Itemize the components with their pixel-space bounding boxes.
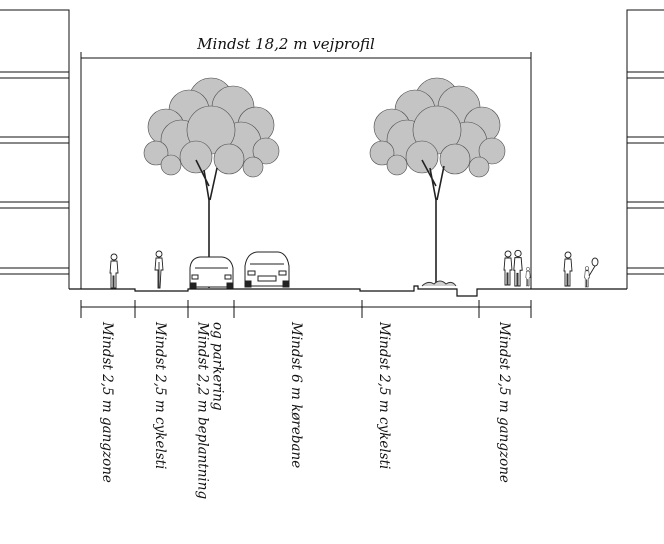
left-building [0, 9, 70, 289]
car-icon [189, 256, 234, 289]
segment-label: Mindst 2,5 m cykelsti [152, 321, 168, 469]
ground-profile [69, 285, 627, 297]
tree-icon [369, 77, 506, 287]
family-icon [563, 251, 599, 288]
segment-label: Mindst 2,5 m gangzone [496, 321, 512, 483]
segment-labels: Mindst 2,5 m gangzone Mindst 2,5 m cykels… [99, 321, 512, 499]
segment-label: Mindst 2,5 m gangzone [99, 321, 115, 483]
family-icon [503, 249, 531, 287]
right-building [626, 9, 664, 289]
car-icon [244, 251, 290, 288]
segment-label: og parkering [210, 322, 226, 411]
segment-label: Mindst 2,2 m beplantning [195, 321, 211, 499]
segment-dimension-line [80, 300, 532, 318]
segment-label: Mindst 2,5 m cykelsti [376, 321, 392, 469]
segment-label: Mindst 6 m kørebane [288, 321, 304, 468]
pedestrian-icon [109, 253, 119, 289]
profile-title: Mindst 18,2 m vejprofil [196, 35, 375, 53]
overall-dimension [80, 52, 532, 289]
cyclist-icon [154, 250, 164, 289]
